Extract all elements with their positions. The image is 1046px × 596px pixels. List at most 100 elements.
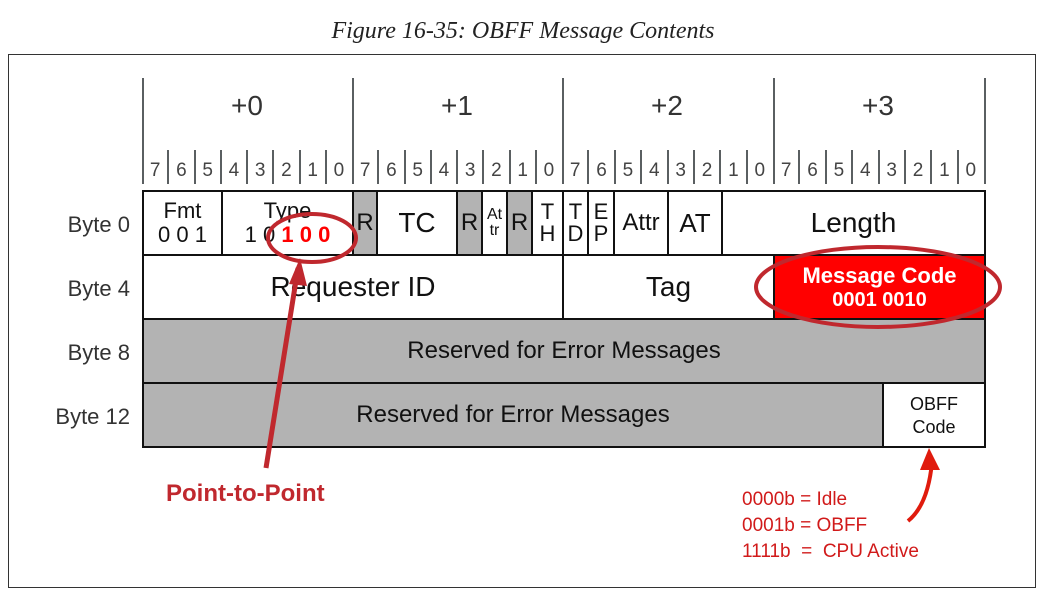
bit-separator: [719, 150, 722, 184]
figure-frame: [8, 54, 1036, 588]
bit-separator: [482, 150, 485, 184]
bit-number: 5: [412, 160, 423, 181]
fmt-value: 0 0 1: [158, 222, 207, 247]
bit-number: 5: [833, 160, 845, 181]
byte-header-3: +3: [862, 90, 894, 121]
byte-header-0: +0: [231, 90, 263, 121]
bit-separator: [877, 150, 880, 184]
code-idle: 0000b = Idle: [742, 489, 848, 510]
bit-number: 7: [780, 160, 792, 181]
bit-separator: [692, 150, 695, 184]
th-t: T: [540, 199, 555, 224]
bit-separator: [377, 150, 380, 184]
bit-number: 1: [939, 160, 950, 181]
bit-number: 0: [754, 160, 766, 181]
bit-number: 0: [333, 160, 345, 181]
bit-number: 2: [281, 160, 292, 181]
bit-number: 4: [649, 160, 660, 181]
bit-number: 1: [728, 160, 739, 181]
message-code-field: Message Code 0001 0010: [773, 254, 986, 320]
bit-number: 6: [596, 160, 607, 181]
bit-separator: [324, 150, 327, 184]
obff-code-arrowhead: [920, 448, 940, 470]
obff-code-line1: OBFF: [910, 393, 958, 414]
byte-divider: [984, 78, 986, 184]
bit-separator: [298, 150, 301, 184]
message-code-ellipse: [754, 245, 1002, 329]
message-code-label: Message Code: [802, 262, 957, 288]
reserved-bit-r1: R: [352, 190, 378, 256]
bit-separator: [956, 150, 959, 184]
fmt-label: Fmt: [163, 198, 202, 223]
bit-number: 7: [149, 160, 161, 181]
point-to-point-arrowhead: [289, 258, 307, 286]
byte-header-1: +1: [441, 90, 473, 121]
bit-number: 0: [965, 160, 977, 181]
length-field: Length: [721, 190, 986, 256]
bit-number: 1: [517, 160, 528, 181]
bit-number: 3: [254, 160, 266, 181]
message-code-value: 0001 0010: [832, 288, 927, 311]
obff-code-legend: 0000b = Idle 0001b = OBFF 1111b = CPU Ac…: [742, 487, 919, 565]
bit-separator: [851, 150, 854, 184]
bit-number: 5: [622, 160, 634, 181]
bit-separator: [508, 150, 511, 184]
bit-number: 7: [359, 160, 371, 181]
bit-number: 6: [807, 160, 818, 181]
bit-separator: [640, 150, 643, 184]
figure-title: Figure 16-35: OBFF Message Contents: [331, 18, 715, 44]
row-label-byte4: Byte 4: [67, 276, 130, 301]
type-value-highlight: 1 0 0: [281, 222, 331, 247]
tag-field: Tag: [562, 254, 775, 320]
bit-number: 3: [886, 160, 897, 181]
bit-number: 2: [701, 160, 713, 181]
bit-separator: [903, 150, 906, 184]
row-label-byte8: Byte 8: [67, 340, 130, 365]
attr-field: Attr: [613, 190, 669, 256]
bit-number: 3: [675, 160, 686, 181]
byte-divider: [773, 78, 775, 184]
bit-separator: [272, 150, 275, 184]
bit-number: 2: [912, 160, 924, 181]
bit-separator: [403, 150, 406, 184]
bit-number: 1: [307, 160, 318, 181]
ep-p: P: [593, 221, 609, 246]
bit-number: 0: [543, 160, 555, 181]
bit-separator: [745, 150, 748, 184]
code-obff: 0001b = OBFF: [742, 515, 868, 536]
bit-number: 6: [386, 160, 397, 181]
td-d: D: [567, 221, 584, 246]
th-h: H: [539, 221, 556, 246]
byte-divider: [352, 78, 354, 184]
bit-separator: [587, 150, 590, 184]
bit-separator: [613, 150, 616, 184]
bit-separator: [429, 150, 432, 184]
bit-separator: [193, 150, 196, 184]
fmt-field: Fmt 0 0 1: [142, 190, 223, 256]
bit-separator: [534, 150, 537, 184]
obff-code-line2: Code: [912, 416, 956, 437]
bit-separator: [666, 150, 669, 184]
bit-number: 3: [464, 160, 476, 181]
bit-separator: [798, 150, 801, 184]
byte-header-2: +2: [651, 90, 683, 121]
byte-divider: [142, 78, 144, 184]
reserved-error-messages-byte12: Reserved for Error Messages: [142, 382, 884, 448]
bit-number: 6: [176, 160, 187, 181]
obff-code-field: OBFF Code: [882, 382, 986, 448]
bit-separator: [456, 150, 458, 184]
td-t: T: [568, 199, 583, 224]
row-label-byte0: Byte 0: [67, 212, 130, 237]
bit-separator: [167, 150, 170, 184]
bit-number: 4: [438, 160, 450, 181]
requester-id-field: Requester ID: [142, 254, 564, 320]
type-highlight-ellipse: [266, 212, 358, 264]
bit-number: 5: [202, 160, 213, 181]
row-label-byte12: Byte 12: [55, 404, 130, 429]
ep-e: E: [593, 199, 609, 224]
byte-divider: [562, 78, 564, 184]
bit-number: 4: [860, 160, 871, 181]
point-to-point-label: Point-to-Point: [166, 480, 325, 507]
